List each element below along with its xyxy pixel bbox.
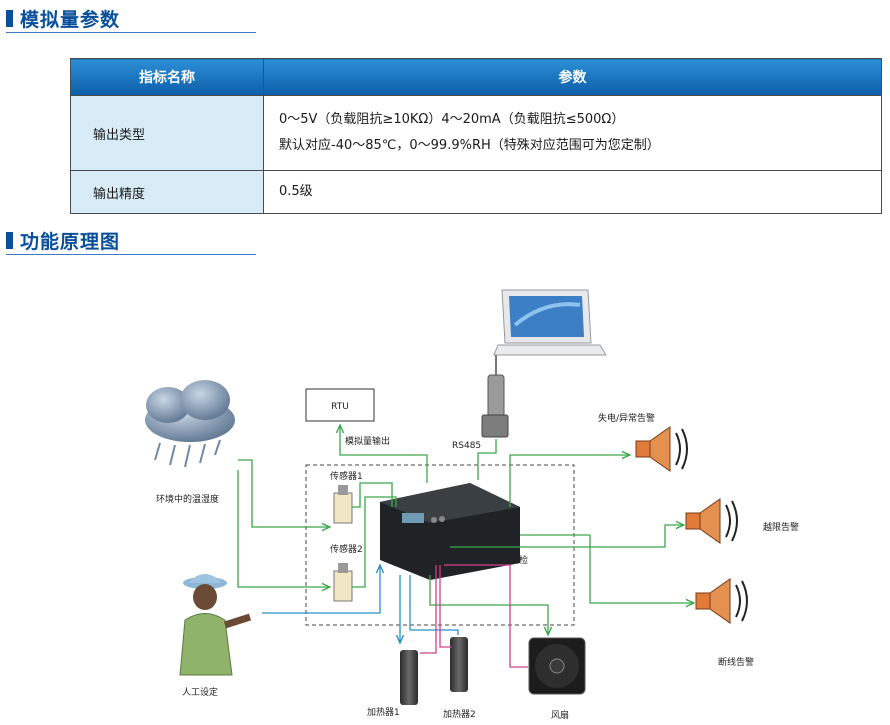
rain-cloud-icon — [145, 380, 235, 468]
laptop-icon — [493, 289, 607, 356]
speaker-icon — [695, 578, 748, 624]
sensor2-label: 传感器2 — [330, 543, 363, 555]
row-name: 输出类型 — [70, 95, 264, 171]
manual-setting-label: 人工设定 — [182, 686, 218, 698]
section-title: 功能原理图 — [20, 231, 121, 253]
rs485-converter-icon — [481, 355, 509, 438]
break-check-label: 断线自检 — [492, 554, 528, 566]
person-icon — [179, 574, 252, 676]
controller-device-icon — [380, 483, 520, 580]
header-parameter: 参数 — [263, 58, 882, 96]
power-alarm-label: 失电/异常告警 — [598, 412, 655, 424]
analog-output-label: 模拟量输出 — [345, 435, 390, 447]
value-line: 0.5级 — [279, 184, 313, 199]
heater2-icon — [450, 637, 468, 692]
section-title: 模拟量参数 — [20, 9, 121, 31]
row-name: 输出精度 — [70, 170, 264, 214]
section-underline — [6, 254, 256, 255]
power-wires — [420, 564, 528, 668]
speaker-icon — [635, 426, 688, 472]
table-row: 输出精度 0.5级 — [70, 170, 882, 214]
table-row: 输出类型 0～5V（负载阻抗≥10KΩ）4～20mA（负载阻抗≤500Ω） 默认… — [70, 95, 882, 171]
heater2-label: 加热器2 — [443, 708, 476, 720]
row-value: 0.5级 — [263, 170, 882, 214]
value-line: 默认对应-40～85℃，0～99.9%RH（特殊对应范围可为您定制） — [279, 138, 660, 153]
sensor1-label: 传感器1 — [330, 470, 363, 482]
heater1-label: 加热器1 — [367, 706, 400, 718]
rtu-box — [305, 388, 375, 422]
fan-icon — [528, 637, 586, 695]
environment-label: 环境中的温湿度 — [156, 493, 219, 505]
function-diagram: RTU — [145, 289, 799, 721]
rs485-label: RS485 — [452, 441, 481, 451]
sensor1-icon — [333, 485, 353, 524]
table-header-row: 指标名称 参数 — [70, 58, 882, 96]
section-marker — [6, 232, 13, 249]
rtu-label: RTU — [331, 402, 349, 412]
signal-wires — [237, 425, 694, 635]
control-wires — [262, 565, 459, 643]
speaker-icon — [685, 498, 738, 544]
section-underline — [6, 32, 256, 33]
spec-table: 指标名称 参数 输出类型 0～5V（负载阻抗≥10KΩ）4～20mA（负载阻抗≤… — [70, 58, 882, 214]
break-alarm-label: 断线告警 — [718, 656, 754, 668]
fan-label: 风扇 — [551, 709, 569, 721]
sensor2-icon — [333, 563, 353, 602]
heater1-icon — [400, 650, 418, 705]
header-indicator-name: 指标名称 — [70, 58, 264, 96]
value-line: 0～5V（负载阻抗≥10KΩ）4～20mA（负载阻抗≤500Ω） — [279, 112, 625, 127]
row-value: 0～5V（负载阻抗≥10KΩ）4～20mA（负载阻抗≤500Ω） 默认对应-40… — [263, 95, 882, 171]
limit-alarm-label: 越限告警 — [763, 521, 799, 533]
section-marker — [6, 10, 13, 27]
